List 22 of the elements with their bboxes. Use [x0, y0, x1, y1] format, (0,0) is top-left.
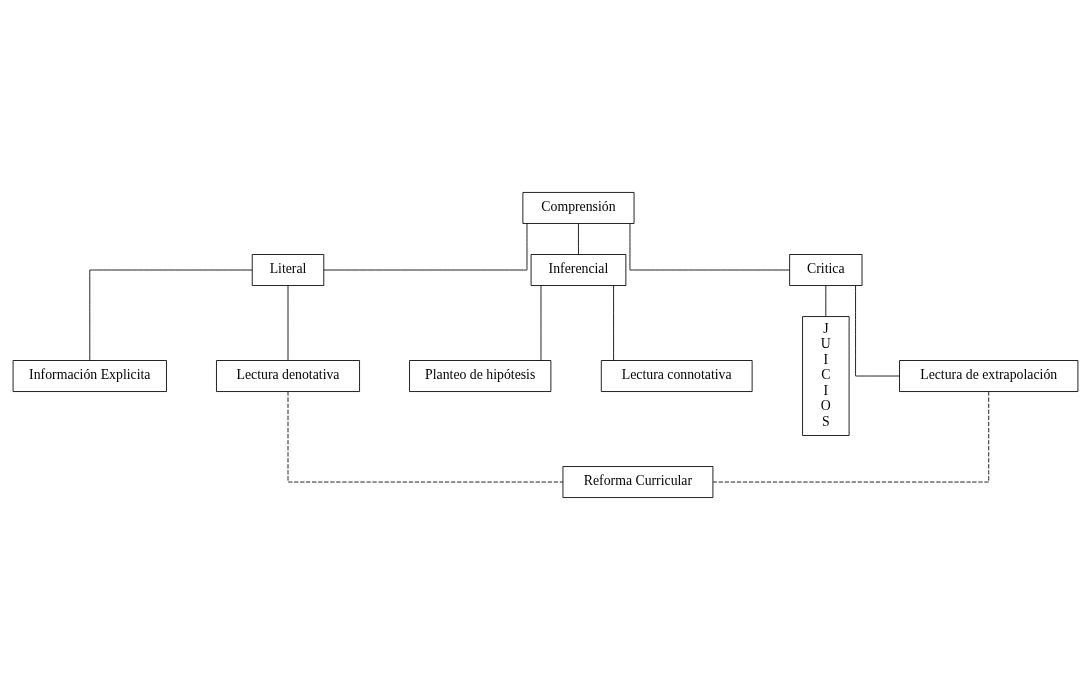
connector: [578, 222, 579, 255]
connector: [712, 390, 990, 482]
connector: [323, 222, 528, 270]
node-box: JUICIOS: [802, 315, 850, 436]
node-box: Lectura denotativa: [216, 359, 360, 392]
connector: [287, 284, 289, 361]
node-box: Inferencial: [530, 253, 627, 286]
connector: [613, 284, 614, 361]
node-box: Reforma Curricular: [562, 465, 714, 498]
connector: [287, 390, 564, 482]
connector: [855, 284, 900, 376]
node-box: Comprensión: [522, 191, 635, 224]
connector: [540, 284, 542, 361]
node-box: Lectura de extrapolación: [899, 359, 1079, 392]
node-box: Información Explicita: [12, 359, 167, 392]
node-box: Critica: [789, 253, 863, 286]
node-box: Literal: [251, 253, 325, 286]
node-box: Planteo de hipótesis: [409, 359, 552, 392]
connector: [629, 222, 790, 270]
connector: [825, 284, 827, 317]
node-box: Lectura connotativa: [600, 359, 753, 392]
connector: [89, 269, 253, 361]
